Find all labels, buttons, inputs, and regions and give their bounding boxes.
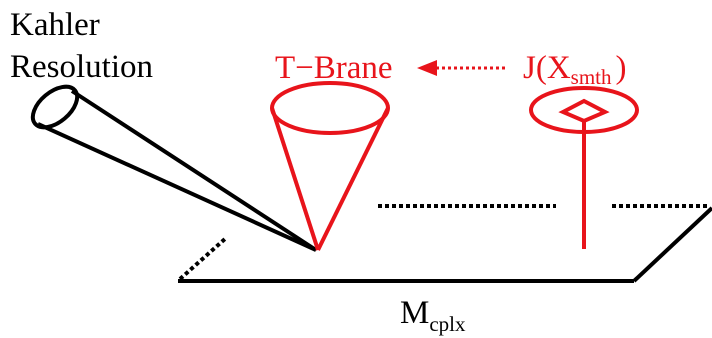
- j-smooth-label: J(Xsmth): [523, 50, 627, 88]
- t-brane-cone-left-side: [270, 107, 320, 251]
- t-brane-label: T−Brane: [275, 50, 393, 86]
- j-smooth-label-close: ): [615, 50, 627, 86]
- j-disc-inner-marker: [558, 98, 610, 124]
- kahler-cone-rim: [30, 84, 80, 130]
- t-brane-cone-rim: [270, 81, 390, 135]
- m-cplx-label-subscript: cplx: [429, 312, 466, 336]
- kahler-label-line1: Kahler: [10, 7, 100, 43]
- m-cplx-label: Mcplx: [400, 295, 466, 335]
- t-brane-cone: [270, 81, 390, 251]
- j-smooth-label-subscript: smth: [570, 65, 612, 89]
- complex-plane: [178, 204, 712, 283]
- kahler-resolution-cone: [30, 84, 318, 252]
- j-smooth-label-main: J(X: [523, 50, 571, 86]
- plane-right-edge: [632, 206, 712, 283]
- dotted-arrow: [417, 60, 508, 76]
- filled-arrowhead-left-icon: [417, 60, 437, 76]
- kahler-cone-lower-side: [37, 122, 317, 252]
- j-smooth-disc: [529, 86, 639, 249]
- plane-left-edge-dotted: [178, 236, 228, 281]
- kahler-label-line2: Resolution: [10, 49, 154, 85]
- t-brane-cone-right-side: [316, 107, 390, 251]
- kahler-cone-upper-side: [70, 89, 318, 252]
- m-cplx-label-main: M: [400, 295, 430, 331]
